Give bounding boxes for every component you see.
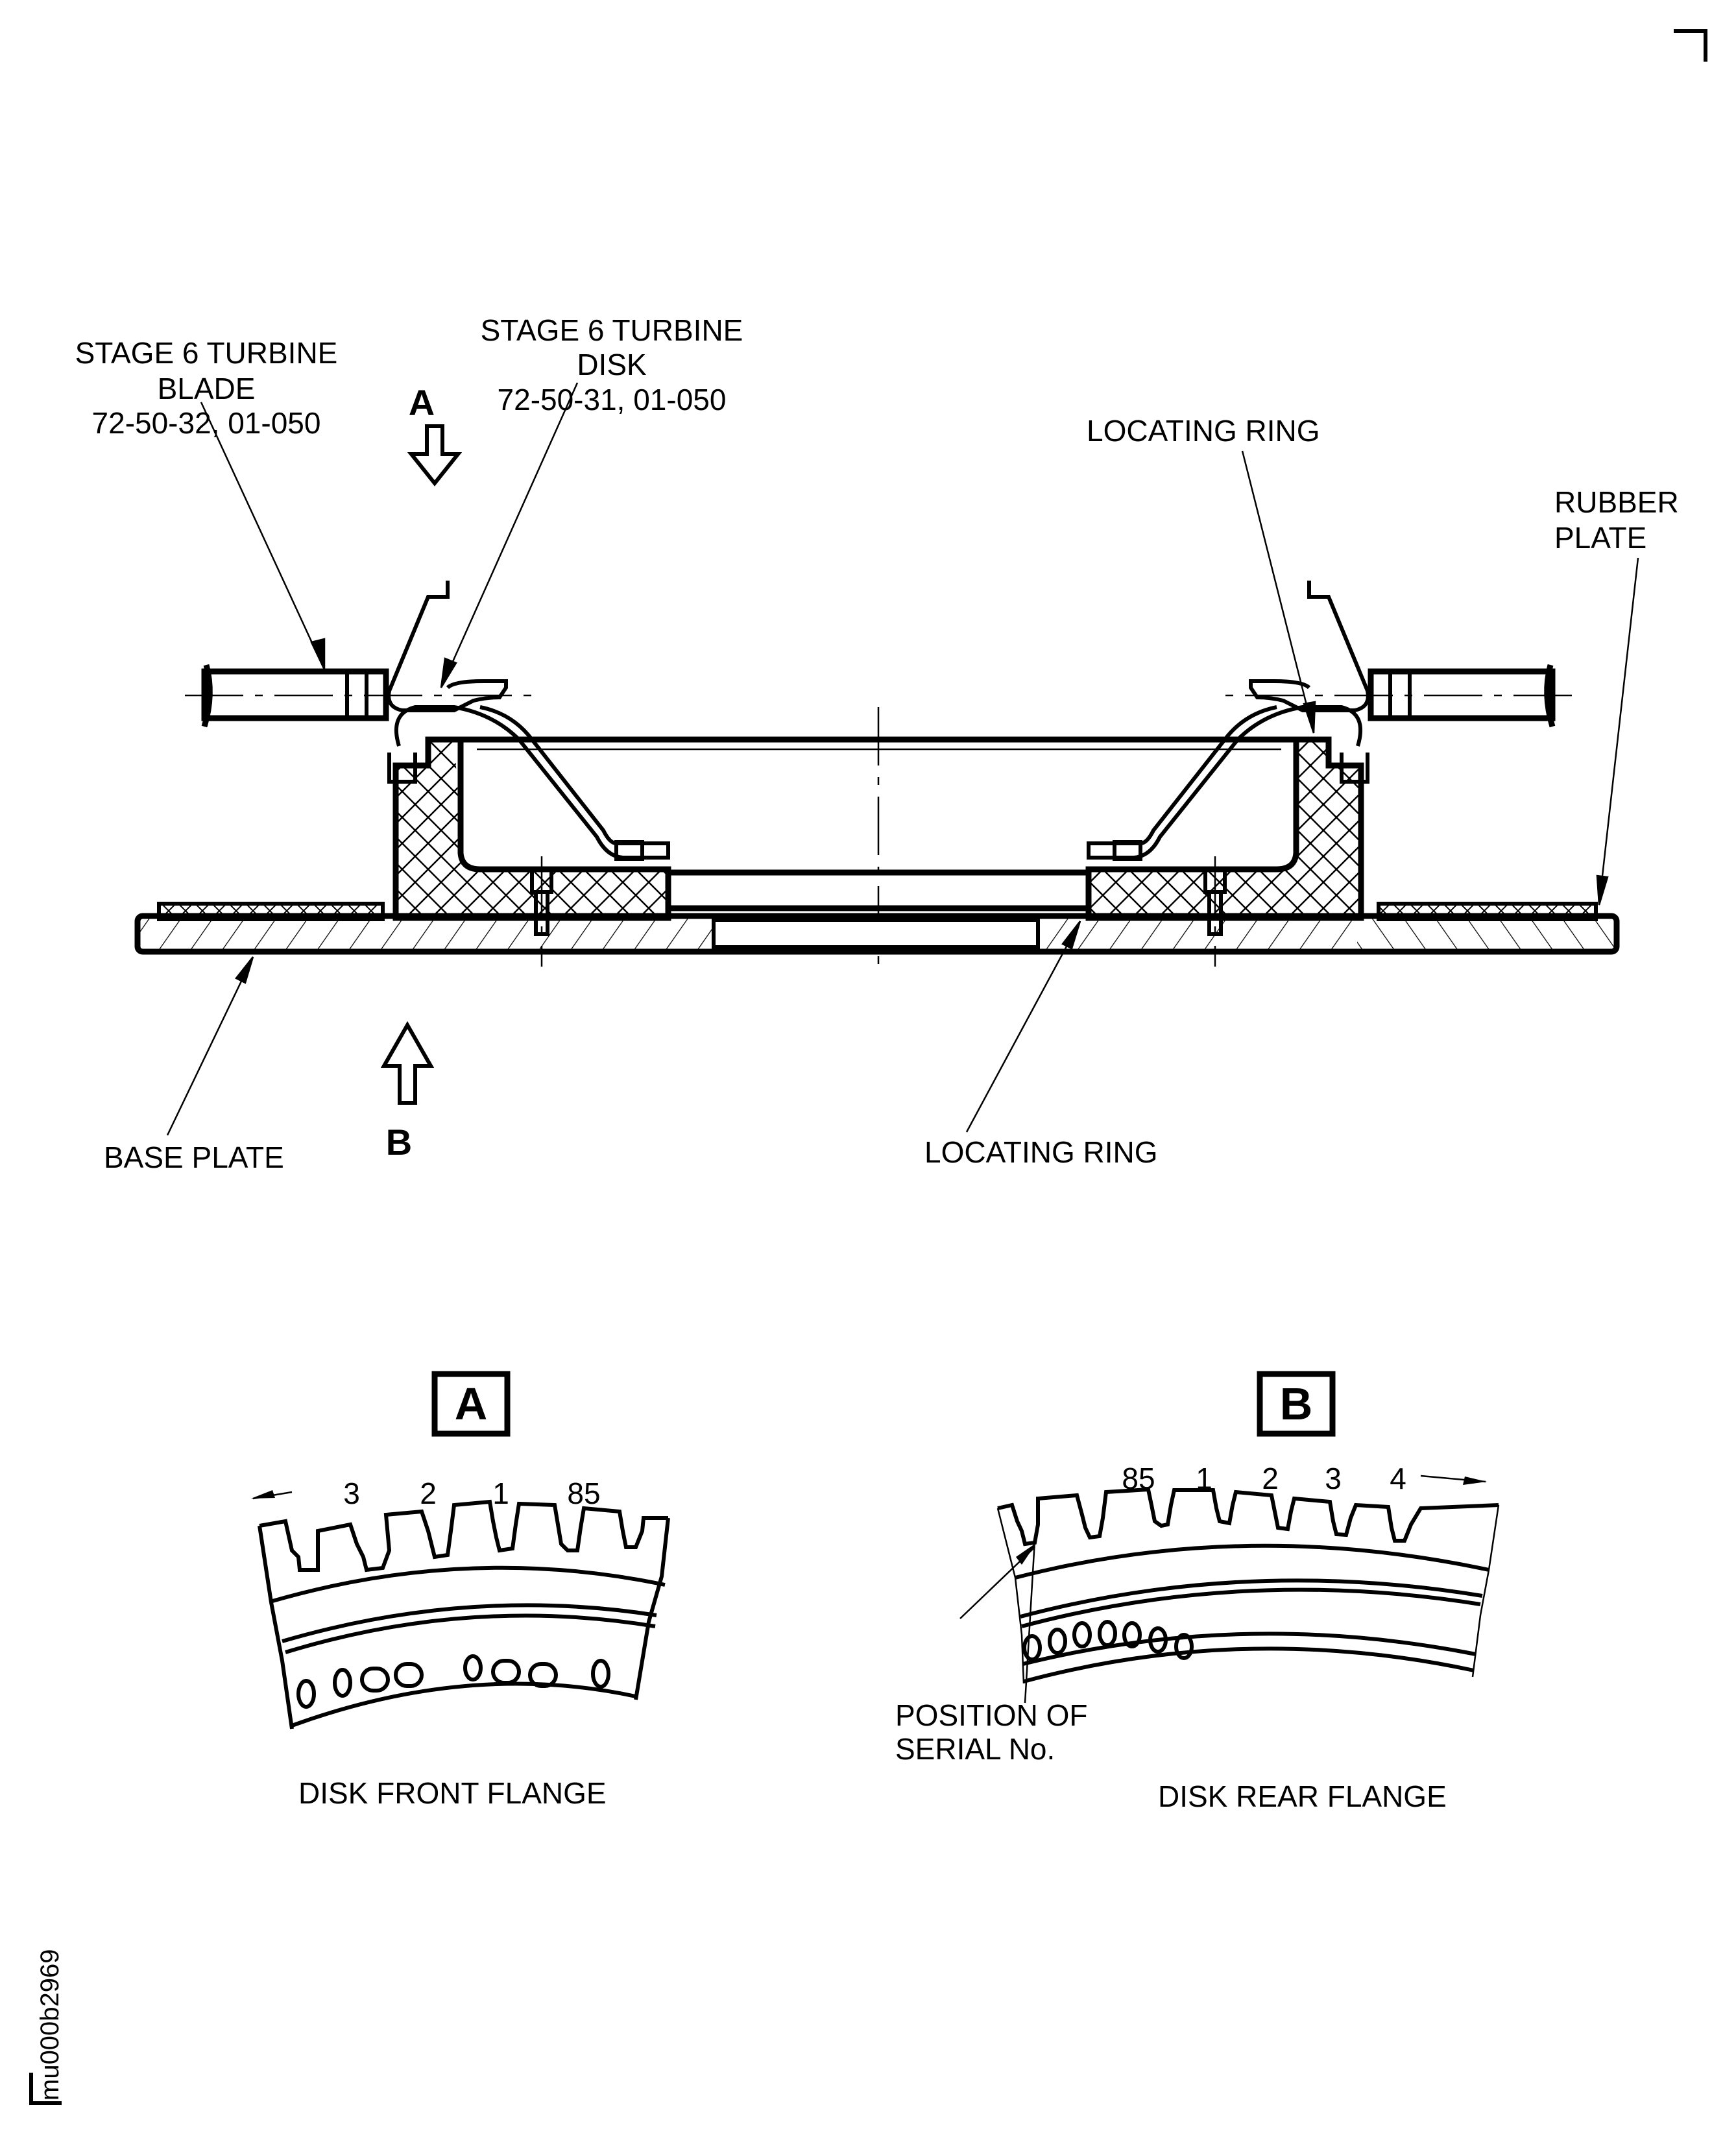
view-a-badge: A (455, 1379, 488, 1429)
tooth-number: 2 (420, 1476, 437, 1510)
rubber-plate-left (157, 902, 385, 921)
base-plate (134, 913, 1620, 955)
view-a-front-flange: A 3 2 1 85 DISK FRONT FLANGE (251, 1371, 670, 1810)
bolt-left (530, 856, 553, 967)
flange-hole (1072, 1621, 1092, 1648)
leader-lines (166, 382, 1639, 1136)
tooth-number: 85 (567, 1476, 600, 1510)
blade-left (185, 664, 532, 728)
flange-slot (528, 1662, 558, 1688)
corner-mark-bottom-left (29, 2073, 62, 2105)
view-b-caption: DISK REAR FLANGE (1158, 1779, 1447, 1813)
flange-hole (296, 1679, 316, 1709)
view-a-badge-box (431, 1371, 511, 1437)
view-b-badge-box (1257, 1371, 1336, 1437)
tooth-number: 4 (1390, 1462, 1406, 1495)
flange-slot (360, 1667, 390, 1693)
svg-text:72-50-32, 01-050: 72-50-32, 01-050 (92, 406, 321, 440)
label-locating-ring-bottom: LOCATING RING (924, 1135, 1158, 1169)
svg-text:STAGE 6 TURBINE: STAGE 6 TURBINE (481, 313, 743, 347)
svg-text:DISK: DISK (577, 348, 647, 381)
label-base-plate: BASE PLATE (104, 1140, 284, 1174)
view-b-badge: B (1280, 1379, 1313, 1429)
bolt-right (1203, 856, 1227, 967)
svg-text:PLATE: PLATE (1554, 521, 1646, 555)
tooth-number: 3 (1325, 1462, 1342, 1495)
flange-hole (463, 1654, 483, 1681)
flange-hole (1022, 1634, 1042, 1661)
flange-slot (394, 1662, 424, 1688)
svg-text:SERIAL No.: SERIAL No. (895, 1732, 1055, 1766)
view-arrow-b: B (380, 1020, 435, 1163)
tooth-number: 3 (343, 1476, 360, 1510)
label-disk: STAGE 6 TURBINE DISK 72-50-31, 01-050 (481, 313, 743, 416)
view-arrow-a: A (407, 382, 463, 487)
view-a-caption: DISK FRONT FLANGE (298, 1776, 607, 1810)
flange-hole (1048, 1628, 1067, 1655)
flange-hole (1098, 1620, 1117, 1647)
label-blade: STAGE 6 TURBINE BLADE 72-50-32, 01-050 (75, 336, 338, 440)
svg-text:B: B (386, 1122, 412, 1163)
corner-mark-top-right (1674, 29, 1707, 62)
disk-left (387, 581, 670, 861)
flange-hole (591, 1659, 610, 1689)
svg-text:A: A (409, 382, 435, 423)
label-locating-ring-top: LOCATING RING (1087, 414, 1320, 448)
tooth-number: 1 (492, 1476, 509, 1510)
svg-text:POSITION OF: POSITION OF (895, 1698, 1087, 1732)
figure-id: mu000b2969 (36, 1949, 64, 2101)
svg-text:STAGE 6 TURBINE: STAGE 6 TURBINE (75, 336, 338, 370)
tooth-number: 2 (1262, 1462, 1279, 1495)
view-b-rear-flange: B 85 1 2 3 4 POSITION OF SERIAL No. DISK… (895, 1371, 1500, 1813)
label-rubber-plate: RUBBER PLATE (1554, 485, 1679, 555)
flange-hole (1174, 1633, 1194, 1660)
svg-text:RUBBER: RUBBER (1554, 485, 1679, 519)
disk-right (1087, 581, 1572, 861)
flange-hole (333, 1668, 352, 1698)
flange-hole (1148, 1626, 1168, 1654)
rubber-plate-right (1377, 902, 1598, 921)
label-serial-position: POSITION OF SERIAL No. (895, 1698, 1087, 1766)
svg-text:72-50-31, 01-050: 72-50-31, 01-050 (498, 383, 727, 416)
svg-text:BLADE: BLADE (158, 372, 256, 405)
flange-hole (1122, 1621, 1142, 1648)
cross-section: A B STAGE 6 TURBINE BLADE 72-50-32, 01 (75, 313, 1679, 1174)
flange-slot (491, 1659, 521, 1685)
